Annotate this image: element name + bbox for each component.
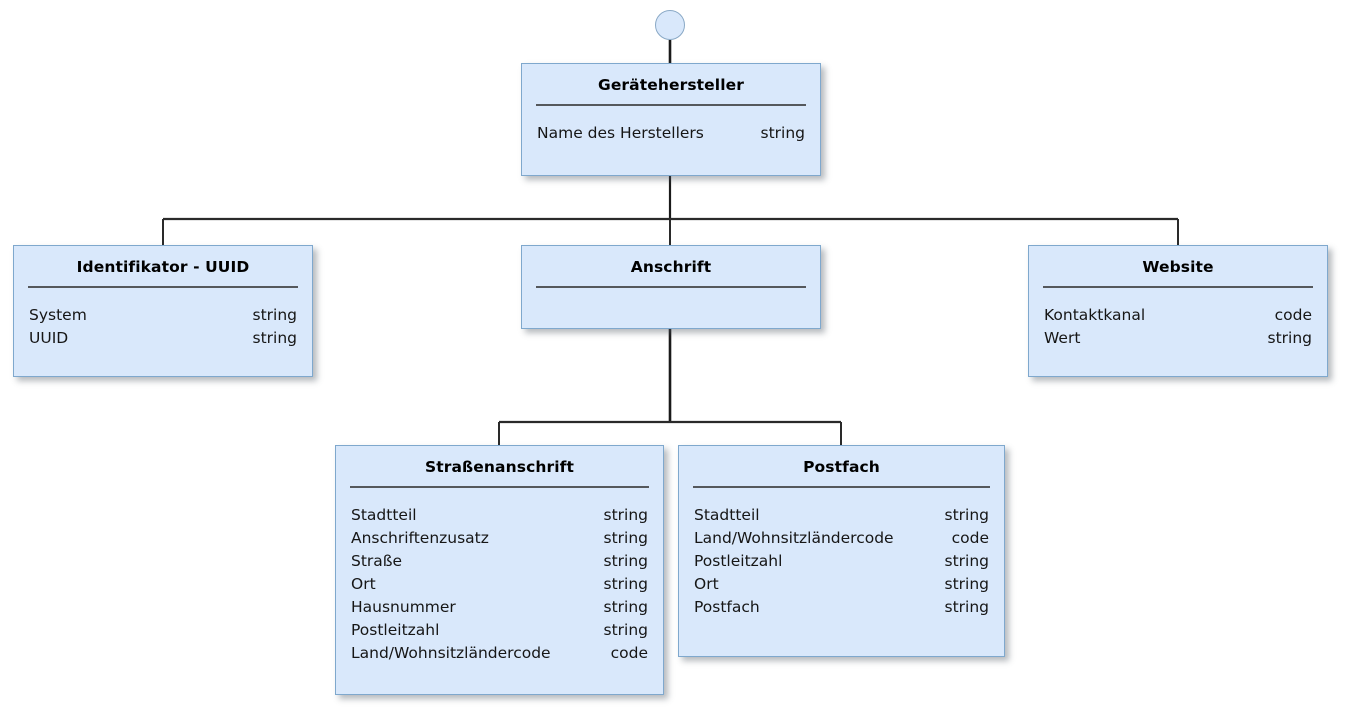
attribute-list-anschrift <box>522 288 820 316</box>
attribute-type: string <box>1267 329 1313 347</box>
class-title-anschrift: Anschrift <box>630 258 712 276</box>
attribute-row: Ort string <box>694 573 989 596</box>
attribute-row: Postleitzahl string <box>351 619 648 642</box>
attribute-type: string <box>252 329 298 347</box>
attribute-name: Postleitzahl <box>694 552 783 570</box>
attribute-type: string <box>603 621 649 639</box>
attribute-row: Land/Wohnsitzländercode code <box>351 642 648 665</box>
attribute-type: string <box>944 506 990 524</box>
class-box-identifikator-uuid[interactable]: Identifikator - UUID System string UUID … <box>13 245 313 377</box>
attribute-row: Wert string <box>1044 327 1312 350</box>
attribute-name: Postfach <box>694 598 760 616</box>
attribute-type: string <box>760 124 806 142</box>
attribute-row: Postfach string <box>694 596 989 619</box>
class-title-strassenanschrift: Straßenanschrift <box>424 458 575 476</box>
attribute-name: Ort <box>694 575 719 593</box>
class-box-strassenanschrift[interactable]: Straßenanschrift Stadtteil string Anschr… <box>335 445 664 695</box>
attribute-name: Ort <box>351 575 376 593</box>
class-separator <box>536 286 806 288</box>
attribute-row: Anschriftenzusatz string <box>351 527 648 550</box>
attribute-name: Stadtteil <box>694 506 760 524</box>
class-title-postfach: Postfach <box>803 458 880 476</box>
attribute-type: code <box>1274 306 1312 324</box>
attribute-type: string <box>944 598 990 616</box>
attribute-type: string <box>603 598 649 616</box>
class-box-geraetehersteller[interactable]: Gerätehersteller Name des Herstellers st… <box>521 63 821 176</box>
class-title-website: Website <box>1142 258 1214 276</box>
class-separator <box>1043 286 1313 288</box>
attribute-type: string <box>603 506 649 524</box>
attribute-type: string <box>944 552 990 570</box>
class-separator <box>350 486 649 488</box>
attribute-row: Name des Herstellers string <box>537 122 805 145</box>
attribute-type: code <box>610 644 648 662</box>
attribute-row: Kontaktkanal code <box>1044 304 1312 327</box>
attribute-list-strassenanschrift: Stadtteil string Anschriftenzusatz strin… <box>336 488 663 677</box>
attribute-row: Hausnummer string <box>351 596 648 619</box>
attribute-name: Postleitzahl <box>351 621 440 639</box>
attribute-list-identifikator-uuid: System string UUID string <box>14 288 312 362</box>
attribute-list-geraetehersteller: Name des Herstellers string <box>522 106 820 157</box>
attribute-row: Land/Wohnsitzländercode code <box>694 527 989 550</box>
class-separator <box>28 286 298 288</box>
attribute-row: UUID string <box>29 327 297 350</box>
class-separator <box>693 486 990 488</box>
attribute-name: Hausnummer <box>351 598 456 616</box>
attribute-name: Stadtteil <box>351 506 417 524</box>
class-title-identifikator-uuid: Identifikator - UUID <box>76 258 250 276</box>
attribute-type: string <box>603 552 649 570</box>
attribute-name: UUID <box>29 329 69 347</box>
attribute-row: Stadtteil string <box>351 504 648 527</box>
attribute-type: string <box>944 575 990 593</box>
class-box-anschrift[interactable]: Anschrift <box>521 245 821 329</box>
class-title-geraetehersteller: Gerätehersteller <box>598 76 744 94</box>
attribute-name: Name des Herstellers <box>537 124 704 142</box>
class-box-postfach[interactable]: Postfach Stadtteil string Land/Wohnsitzl… <box>678 445 1005 657</box>
attribute-list-postfach: Stadtteil string Land/Wohnsitzländercode… <box>679 488 1004 631</box>
attribute-name: Land/Wohnsitzländercode <box>351 644 551 662</box>
root-connector-circle[interactable] <box>655 10 685 40</box>
attribute-name: Kontaktkanal <box>1044 306 1146 324</box>
attribute-list-website: Kontaktkanal code Wert string <box>1029 288 1327 362</box>
attribute-type: string <box>603 575 649 593</box>
attribute-type: string <box>252 306 298 324</box>
attribute-row: System string <box>29 304 297 327</box>
attribute-name: Wert <box>1044 329 1081 347</box>
attribute-name: Straße <box>351 552 403 570</box>
attribute-name: System <box>29 306 87 324</box>
attribute-row: Stadtteil string <box>694 504 989 527</box>
attribute-type: string <box>603 529 649 547</box>
attribute-row: Postleitzahl string <box>694 550 989 573</box>
attribute-row: Straße string <box>351 550 648 573</box>
class-separator <box>536 104 806 106</box>
attribute-row: Ort string <box>351 573 648 596</box>
attribute-name: Land/Wohnsitzländercode <box>694 529 894 547</box>
class-box-website[interactable]: Website Kontaktkanal code Wert string <box>1028 245 1328 377</box>
attribute-name: Anschriftenzusatz <box>351 529 489 547</box>
attribute-type: code <box>951 529 989 547</box>
